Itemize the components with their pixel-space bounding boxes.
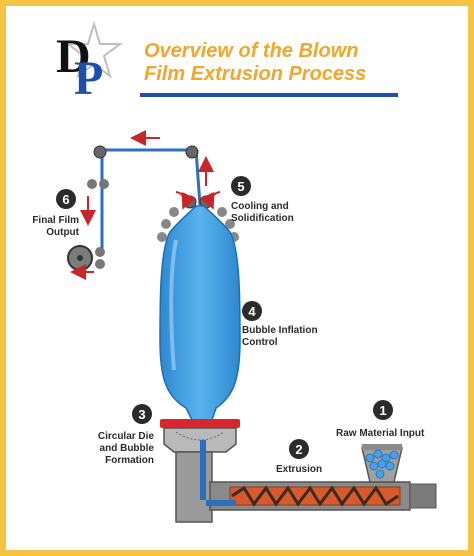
step-5-label-2: Solidification bbox=[231, 213, 294, 224]
step-2-number: 2 bbox=[295, 442, 302, 457]
page-title: Overview of the Blown Film Extrusion Pro… bbox=[144, 40, 414, 86]
step-3-number: 3 bbox=[138, 407, 145, 422]
step-4-label-2: Control bbox=[242, 337, 278, 348]
die-stem bbox=[175, 451, 213, 523]
motor bbox=[409, 483, 437, 509]
step-3-label-3: Formation bbox=[105, 455, 154, 466]
die-ring bbox=[160, 419, 240, 428]
step-3-label-1: Circular Die bbox=[98, 431, 155, 442]
step-1: 1 Raw Material Input bbox=[336, 400, 425, 439]
step-6: 6 Final Film Output bbox=[32, 189, 80, 238]
step-4: 4 Bubble Inflation Control bbox=[242, 301, 318, 348]
step-2: 2 Extrusion bbox=[276, 439, 322, 475]
step-6-number: 6 bbox=[62, 192, 69, 207]
dp-logo: D P bbox=[56, 20, 123, 100]
resin-pellets bbox=[365, 449, 399, 479]
step-3: 3 Circular Die and Bubble Formation bbox=[98, 404, 155, 466]
step-4-number: 4 bbox=[248, 304, 256, 319]
svg-text:D: D bbox=[56, 30, 91, 83]
extruder-screw bbox=[231, 485, 399, 507]
step-5-label-1: Cooling and bbox=[231, 201, 289, 212]
rotation-arrow-right bbox=[199, 191, 221, 210]
step-1-number: 1 bbox=[379, 403, 386, 418]
title-line-2: Film Extrusion Process bbox=[144, 63, 367, 85]
film-path bbox=[100, 148, 202, 255]
step-2-label: Extrusion bbox=[276, 464, 322, 475]
svg-text:P: P bbox=[74, 52, 103, 100]
title-line-1: Overview of the Blown bbox=[144, 40, 359, 62]
top-rollers bbox=[87, 145, 199, 189]
step-5: 5 Cooling and Solidification bbox=[231, 176, 294, 224]
rotation-arrow-left bbox=[175, 191, 197, 210]
step-5-number: 5 bbox=[237, 179, 244, 194]
step-3-label-2: and Bubble bbox=[100, 443, 155, 454]
title-underline bbox=[140, 93, 398, 97]
step-6-label-1: Final Film bbox=[32, 215, 79, 226]
step-6-label-2: Output bbox=[46, 227, 79, 238]
step-1-label: Raw Material Input bbox=[336, 428, 425, 439]
step-4-label-1: Bubble Inflation bbox=[242, 325, 318, 336]
